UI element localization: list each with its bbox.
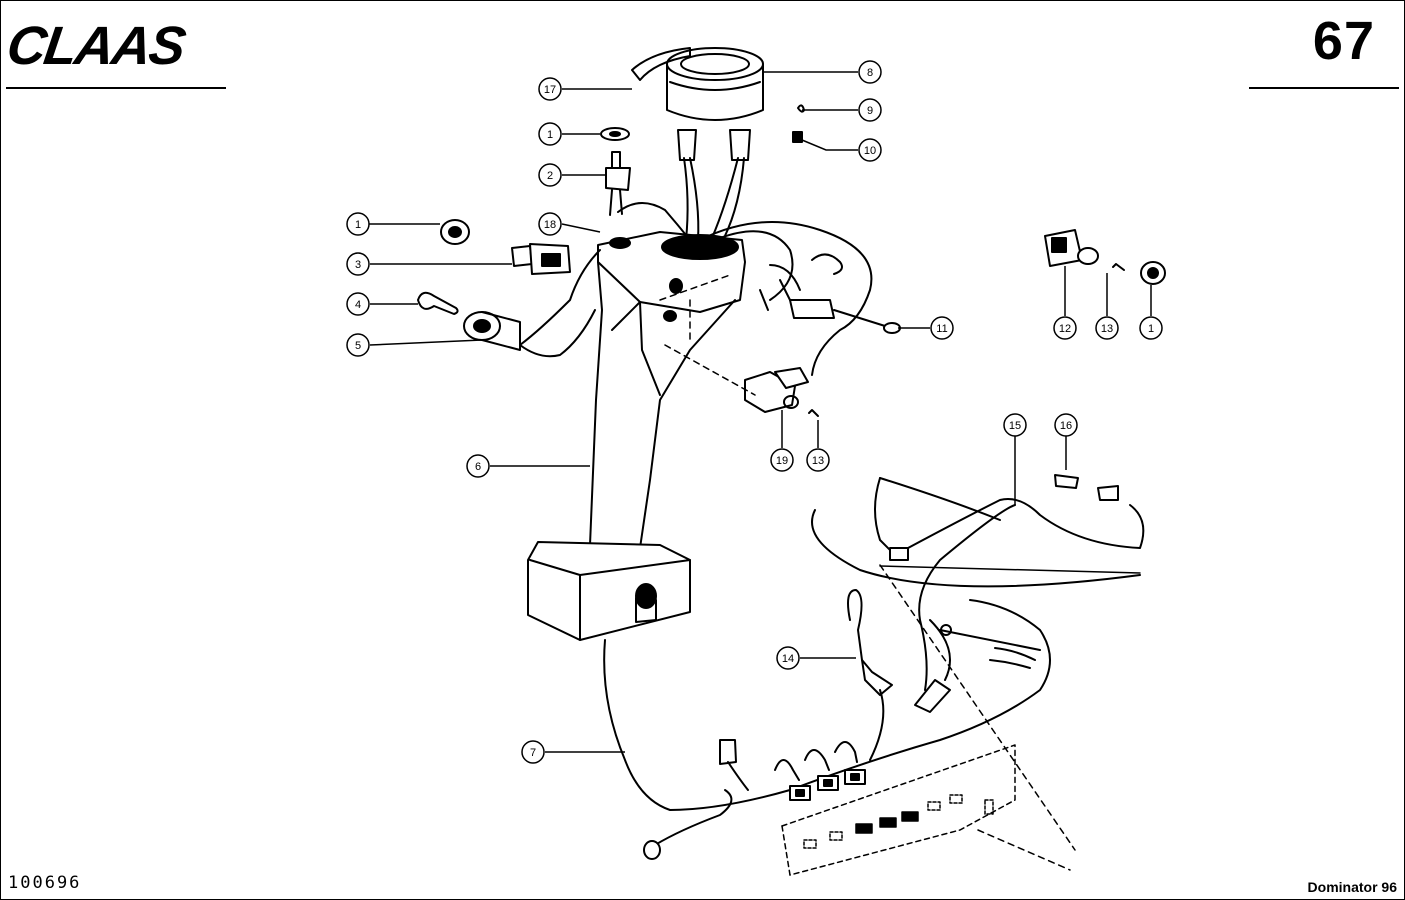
callout-13-lower: 13	[806, 448, 830, 472]
model-name: Dominator 96	[1307, 879, 1397, 895]
pin-13-upper	[1112, 263, 1125, 271]
svg-text:13: 13	[812, 455, 824, 467]
svg-text:4: 4	[355, 299, 361, 311]
steering-column-housing	[527, 231, 746, 641]
svg-text:3: 3	[355, 259, 361, 271]
brand-logo: CLAAS	[8, 16, 189, 74]
callout-17: 17	[538, 77, 562, 101]
instrument-gauge	[666, 47, 764, 161]
callout-12: 12	[1053, 316, 1077, 340]
callout-11: 11	[930, 316, 954, 340]
svg-text:5: 5	[355, 340, 361, 352]
callouts: 17 8 9 10 1 2 1 18 3 4 5 11 12 13 1 6 19…	[346, 60, 1163, 764]
svg-text:18: 18	[544, 219, 556, 231]
callout-16: 16	[1054, 413, 1078, 437]
svg-text:13: 13	[1101, 323, 1113, 335]
header-rule-left	[6, 87, 226, 89]
callout-1-right: 1	[1139, 316, 1163, 340]
svg-text:11: 11	[936, 323, 947, 335]
ignition-key	[417, 291, 459, 315]
callout-2: 2	[538, 163, 562, 187]
callout-5: 5	[346, 333, 370, 357]
callout-10: 10	[858, 138, 882, 162]
svg-text:1: 1	[547, 129, 553, 141]
svg-text:14: 14	[782, 653, 794, 665]
page-number: 67	[1312, 11, 1375, 71]
callout-18: 18	[538, 212, 562, 236]
callout-8: 8	[858, 60, 882, 84]
svg-text:19: 19	[776, 455, 788, 467]
bulb-holder-10	[792, 131, 803, 143]
callout-19: 19	[770, 448, 794, 472]
callout-1-left: 1	[346, 212, 370, 236]
svg-text:12: 12	[1059, 323, 1071, 335]
svg-text:10: 10	[864, 145, 876, 157]
pin-13-lower	[808, 409, 819, 417]
mounting-bracket	[631, 47, 691, 81]
svg-text:2: 2	[547, 170, 553, 182]
callout-1-upper: 1	[538, 122, 562, 146]
header-rule-right	[1249, 87, 1399, 89]
svg-text:9: 9	[867, 105, 873, 117]
callout-7: 7	[521, 740, 545, 764]
svg-text:17: 17	[544, 84, 556, 96]
callout-13-upper: 13	[1095, 316, 1119, 340]
svg-text:15: 15	[1009, 420, 1021, 432]
callout-3: 3	[346, 252, 370, 276]
leader-lines	[362, 71, 1152, 753]
callout-15: 15	[1003, 413, 1027, 437]
indicator-switch	[789, 299, 835, 319]
callout-9: 9	[858, 98, 882, 122]
svg-text:6: 6	[475, 461, 481, 473]
callout-14: 14	[776, 646, 800, 670]
svg-text:7: 7	[530, 747, 536, 759]
document-number: 100696	[8, 873, 82, 893]
brand-logo-text: CLAAS	[8, 16, 189, 74]
svg-text:16: 16	[1060, 420, 1072, 432]
svg-text:1: 1	[1148, 323, 1154, 335]
callout-4: 4	[346, 292, 370, 316]
callout-6: 6	[466, 454, 490, 478]
svg-text:1: 1	[355, 219, 361, 231]
svg-text:8: 8	[867, 67, 873, 79]
light-switch	[511, 245, 533, 267]
